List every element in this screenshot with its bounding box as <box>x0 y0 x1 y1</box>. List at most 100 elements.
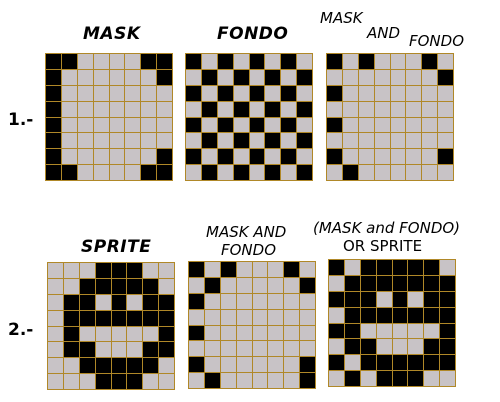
sprite-cell-r1-c3 <box>95 278 111 294</box>
result-cell-r0-c1 <box>344 260 360 275</box>
fondo-cell-r6-c4 <box>249 149 265 165</box>
mask-cell-r2-c3 <box>93 85 109 101</box>
mask_and_fondo_2-cell-r0-c2 <box>220 262 236 277</box>
mask_and_fondo_1-cell-r0-c7 <box>438 54 453 69</box>
mask_and_fondo_2-cell-r7-c7 <box>300 373 315 388</box>
mask-cell-r1-c3 <box>93 69 109 85</box>
sprite-cell-r5-c6 <box>143 342 159 358</box>
fondo-cell-r2-c6 <box>281 85 297 101</box>
sprite-cell-r7-c7 <box>159 374 174 389</box>
mask_and_fondo_2-cell-r6-c2 <box>220 357 236 373</box>
mask_and_fondo_1-cell-r2-c7 <box>438 85 453 101</box>
mask_and_fondo_2-cell-r3-c6 <box>284 309 300 325</box>
result-cell-r2-c7 <box>440 291 455 307</box>
fondo-cell-r7-c3 <box>233 165 249 180</box>
mask_and_fondo_2-cell-r0-c7 <box>300 262 315 277</box>
mask_and_fondo_1-cell-r2-c2 <box>358 85 374 101</box>
mask-cell-r2-c1 <box>61 85 77 101</box>
mask_and_fondo_1-cell-r7-c3 <box>374 165 390 180</box>
mask_and_fondo_1-cell-r3-c5 <box>406 101 422 117</box>
mask_and_fondo_1-cell-r7-c7 <box>438 165 453 180</box>
mask-cell-r1-c5 <box>125 69 141 85</box>
fondo-cell-r7-c7 <box>297 165 312 180</box>
result-cell-r1-c4 <box>392 275 408 291</box>
mask_and_fondo_2-cell-r4-c2 <box>220 325 236 341</box>
fondo-cell-r6-c2 <box>217 149 233 165</box>
result-cell-r5-c0 <box>329 339 344 355</box>
mask_and_fondo_2-cell-r3-c5 <box>268 309 284 325</box>
fondo-cell-r5-c7 <box>297 133 312 149</box>
mask_and_fondo_1-cell-r3-c3 <box>374 101 390 117</box>
result-cell-r5-c1 <box>344 339 360 355</box>
mask-cell-r4-c4 <box>109 117 125 133</box>
sprite-cell-r0-c5 <box>127 263 143 278</box>
mask-and-fondo-title-line-1: MASK <box>320 9 363 27</box>
sprite-cell-r5-c1 <box>63 342 79 358</box>
mask_and_fondo_2-cell-r4-c6 <box>284 325 300 341</box>
fondo-cell-r4-c1 <box>201 117 217 133</box>
fondo-cell-r1-c5 <box>265 69 281 85</box>
mask_and_fondo_1-cell-r6-c2 <box>358 149 374 165</box>
result-cell-r6-c1 <box>344 355 360 371</box>
fondo-cell-r2-c1 <box>201 85 217 101</box>
mask_and_fondo_1-cell-r1-c0 <box>327 69 342 85</box>
fondo-cell-r0-c0 <box>186 54 201 69</box>
mask_and_fondo_1-cell-r7-c4 <box>390 165 406 180</box>
fondo-cell-r3-c5 <box>265 101 281 117</box>
mask_and_fondo_1-cell-r1-c3 <box>374 69 390 85</box>
result-cell-r7-c5 <box>408 371 424 386</box>
mask_and_fondo_2-cell-r6-c0 <box>189 357 204 373</box>
mask_and_fondo_2-cell-r4-c4 <box>252 325 268 341</box>
result-cell-r6-c0 <box>329 355 344 371</box>
mask-cell-r6-c4 <box>109 149 125 165</box>
sprite-cell-r5-c0 <box>48 342 63 358</box>
sprite-cell-r4-c7 <box>159 326 174 342</box>
sprite-cell-r2-c5 <box>127 294 143 310</box>
mask-cell-r7-c1 <box>61 165 77 180</box>
mask-cell-r3-c3 <box>93 101 109 117</box>
mask-cell-r6-c0 <box>46 149 61 165</box>
result-cell-r0-c2 <box>360 260 376 275</box>
sprite-grid <box>47 262 175 390</box>
result-cell-r4-c3 <box>376 323 392 339</box>
fondo-cell-r3-c6 <box>281 101 297 117</box>
mask_and_fondo_1-cell-r5-c0 <box>327 133 342 149</box>
mask_and_fondo_1-cell-r1-c6 <box>422 69 438 85</box>
sprite-cell-r4-c4 <box>111 326 127 342</box>
mask-cell-r1-c1 <box>61 69 77 85</box>
fondo-cell-r0-c7 <box>297 54 312 69</box>
result-title-line-2: OR SPRITE <box>343 237 423 255</box>
mask_and_fondo_2-cell-r0-c6 <box>284 262 300 277</box>
result-cell-r4-c7 <box>440 323 455 339</box>
mask_and_fondo_2-cell-r5-c6 <box>284 341 300 357</box>
sprite-cell-r3-c5 <box>127 310 143 326</box>
mask_and_fondo_2-cell-r0-c0 <box>189 262 204 277</box>
sprite-cell-r6-c0 <box>48 358 63 374</box>
mask-cell-r3-c5 <box>125 101 141 117</box>
fondo-cell-r5-c3 <box>233 133 249 149</box>
fondo-cell-r4-c2 <box>217 117 233 133</box>
mask_and_fondo_2-cell-r1-c6 <box>284 277 300 293</box>
mask-cell-r1-c2 <box>77 69 93 85</box>
mask_and_fondo_1-cell-r4-c2 <box>358 117 374 133</box>
sprite-cell-r6-c7 <box>159 358 174 374</box>
sprite-cell-r4-c1 <box>63 326 79 342</box>
result-cell-r3-c7 <box>440 307 455 323</box>
mask-cell-r5-c6 <box>141 133 157 149</box>
mask_and_fondo_1-cell-r5-c6 <box>422 133 438 149</box>
mask_and_fondo_1-cell-r6-c5 <box>406 149 422 165</box>
mask-cell-r5-c4 <box>109 133 125 149</box>
mask_and_fondo_2-cell-r2-c2 <box>220 293 236 309</box>
mask_and_fondo_2-cell-r1-c2 <box>220 277 236 293</box>
mask_and_fondo_1-cell-r5-c2 <box>358 133 374 149</box>
mask-and-fondo-grid <box>326 53 454 181</box>
mask_and_fondo_2-cell-r3-c2 <box>220 309 236 325</box>
mask-cell-r4-c0 <box>46 117 61 133</box>
mask_and_fondo_1-cell-r5-c5 <box>406 133 422 149</box>
fondo-cell-r7-c2 <box>217 165 233 180</box>
sprite-cell-r1-c0 <box>48 278 63 294</box>
fondo-cell-r0-c4 <box>249 54 265 69</box>
mask_and_fondo_1-cell-r0-c2 <box>358 54 374 69</box>
mask_and_fondo_1-cell-r2-c6 <box>422 85 438 101</box>
fondo-cell-r1-c0 <box>186 69 201 85</box>
